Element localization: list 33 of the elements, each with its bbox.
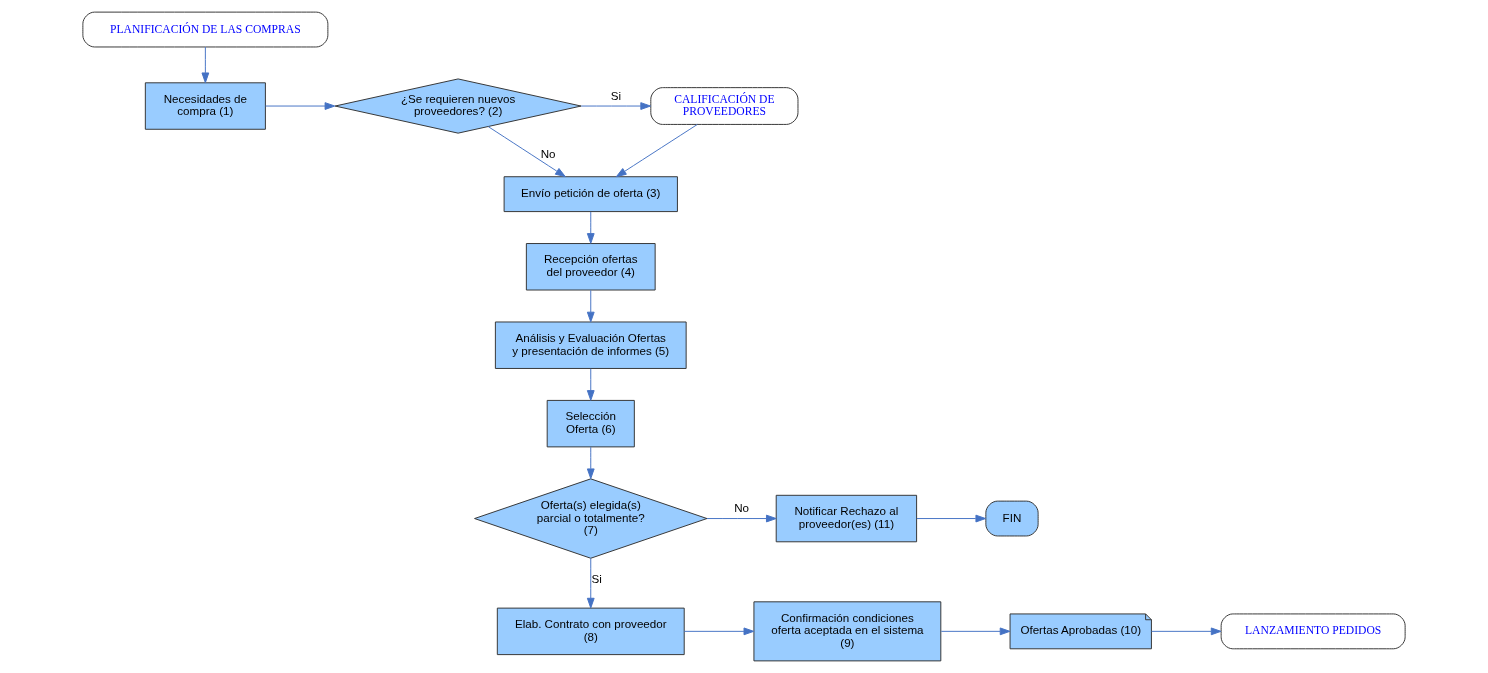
edge-label: No [734, 501, 749, 515]
arrow [683, 627, 755, 636]
arrow [586, 446, 595, 480]
arrow [615, 123, 698, 178]
node-box: LANZAMIENTO PEDIDOS [1220, 613, 1406, 650]
node-box: Notificar Rechazo al proveedor(es) (11) [775, 494, 918, 543]
node-box: Confirmación condiciones oferta aceptada en el sistema (9) [753, 601, 942, 662]
arrow [586, 368, 595, 401]
arrow [201, 46, 210, 84]
arrow [586, 289, 595, 323]
node-box: FIN [985, 500, 1039, 537]
node-box: Recepción ofertas del proveedor (4) [525, 243, 656, 291]
node-box: CALIFICACIÓN DE PROVEEDORES [650, 87, 799, 125]
arrow [580, 102, 651, 110]
node-diamond: ¿Se requieren nuevos proveedores? (2) [334, 78, 582, 134]
node-box: Elab. Contrato con proveedor (8) [496, 607, 685, 656]
arrow [916, 514, 987, 523]
edge-label: Si [610, 88, 622, 102]
node-box: Análisis y Evaluación Ofertas y presentación de informes (5) [494, 321, 687, 369]
arrow [940, 627, 1011, 636]
arrow [1151, 627, 1222, 636]
arrow [586, 557, 595, 609]
arrow [265, 102, 336, 110]
arrow [487, 126, 566, 178]
node-diamond: Oferta(s) elegida(s) parcial o totalmente? (7) [474, 478, 708, 559]
node-box: Envío petición de oferta (3) [503, 176, 678, 213]
arrow [706, 514, 777, 523]
node-box: PLANIFICACIÓN DE LAS COMPRAS [82, 11, 329, 48]
edge-label: Si [591, 572, 602, 586]
node-box: Necesidades de compra (1) [144, 82, 266, 130]
node-box: Selección Oferta (6) [546, 399, 635, 448]
edge-label: No [540, 146, 556, 160]
arrow [586, 211, 595, 244]
